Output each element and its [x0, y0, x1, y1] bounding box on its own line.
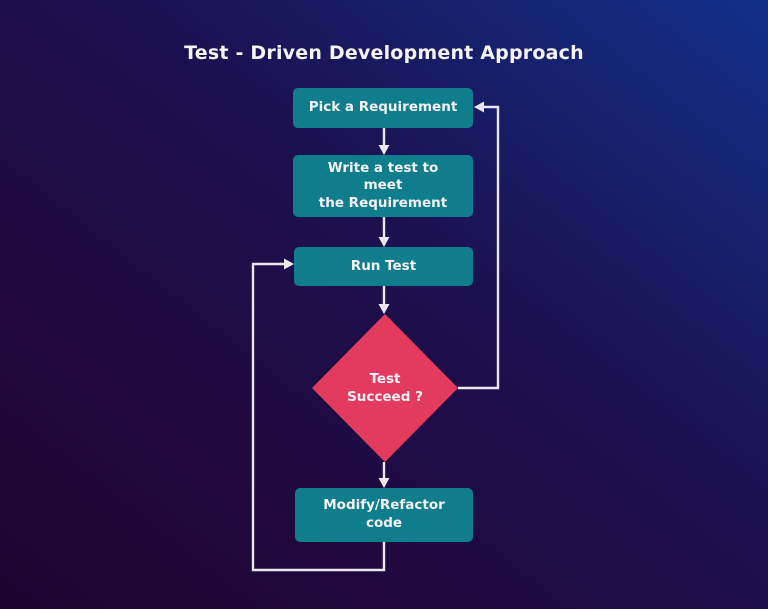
node-modify-refactor: Modify/Refactor code [295, 488, 473, 542]
edge-pick-requirement-to-write-test [378, 128, 390, 155]
node-write-test: Write a test to meet the Requirement [293, 155, 473, 217]
edge-run-test-to-test-succeed [378, 286, 390, 314]
edge-test-succeed-to-pick-requirement [458, 101, 500, 390]
diagram-title: Test - Driven Development Approach [184, 42, 584, 64]
node-run-test: Run Test [294, 247, 473, 286]
edge-test-succeed-to-modify-refactor [378, 462, 390, 488]
node-test-succeed-label: Test Succeed ? [347, 370, 423, 405]
node-pick-requirement: Pick a Requirement [293, 88, 473, 128]
edge-write-test-to-run-test [378, 217, 390, 247]
